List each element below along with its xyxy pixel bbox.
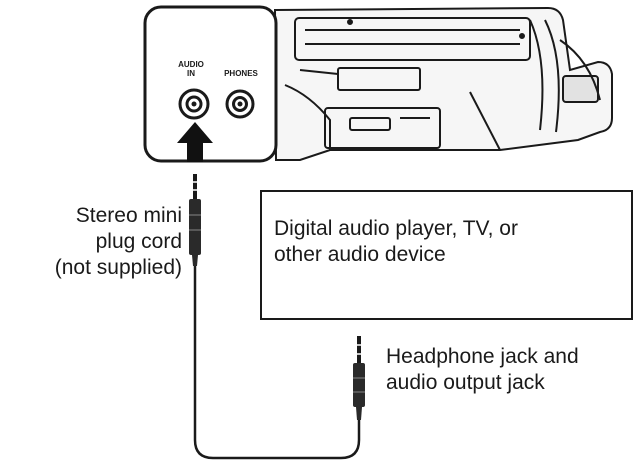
- lower-plug-icon: [353, 336, 365, 420]
- audio-in-label-line1: AUDIO: [178, 60, 204, 69]
- cable: [193, 266, 361, 460]
- cord-label-line1: Stereo mini: [75, 204, 182, 227]
- output-jack-label-line2: audio output jack: [386, 371, 545, 394]
- phones-jack-icon: [225, 89, 255, 119]
- cord-label: Stereo mini plug cord (not supplied): [4, 203, 182, 281]
- audio-in-label-line2: IN: [187, 69, 195, 78]
- phones-label: PHONES: [224, 69, 258, 78]
- audio-device-label-line2: other audio device: [274, 243, 446, 266]
- output-jack-label: Headphone jack and audio output jack: [386, 344, 579, 396]
- output-jack-label-line1: Headphone jack and: [386, 345, 579, 368]
- audio-device-label-line1: Digital audio player, TV, or: [274, 217, 518, 240]
- upper-plug-icon: [189, 174, 201, 266]
- audio-in-jack-icon: [178, 88, 210, 120]
- insert-arrow-icon: [177, 122, 213, 162]
- jack-panel: [143, 5, 278, 163]
- audio-device-box: Digital audio player, TV, or other audio…: [260, 190, 633, 320]
- radio-body: [273, 6, 613, 161]
- cord-label-line3: (not supplied): [54, 256, 182, 279]
- audio-device-label: Digital audio player, TV, or other audio…: [274, 216, 518, 268]
- cord-label-line2: plug cord: [95, 230, 182, 253]
